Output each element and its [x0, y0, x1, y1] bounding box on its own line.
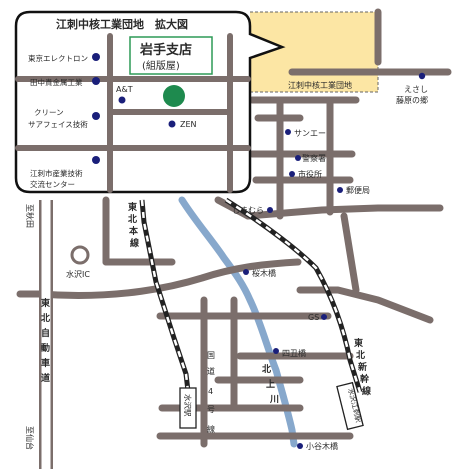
mizusawa-station-label: 水沢駅 — [183, 394, 193, 417]
inset-callout: 江刺中核工業団地 拡大図 岩手支店 (組版屋) 東京エレクトロン 田中貴金属工業… — [14, 10, 286, 194]
zen-pin — [168, 120, 176, 128]
gs-label: GS — [308, 313, 319, 322]
mizusawa-esashi-station-box — [336, 381, 364, 431]
svg-text:東: 東 — [354, 337, 363, 349]
center-label-2: 交流センター — [30, 179, 75, 189]
police-pin — [295, 155, 301, 161]
tanaka-pin — [92, 77, 100, 85]
shihachi-bridge-pin — [273, 348, 279, 354]
svg-text:道: 道 — [41, 372, 50, 384]
sakuragi-bridge-label: 桜木橋 — [252, 268, 276, 278]
inset-roads — [15, 33, 251, 193]
svg-text:上: 上 — [266, 378, 275, 390]
branch-label-box — [129, 36, 213, 75]
sunae-label: サンエー — [294, 129, 326, 138]
svg-text:東: 東 — [128, 201, 137, 213]
svg-text:北: 北 — [356, 349, 365, 361]
svg-text:水沢駅: 水沢駅 — [183, 394, 193, 417]
branch-location-pin — [163, 85, 185, 107]
svg-text:川: 川 — [269, 394, 279, 405]
post-office-pin — [337, 187, 343, 193]
svg-text:東: 東 — [41, 297, 50, 309]
shimamura-pin — [267, 207, 273, 213]
sunae-pin — [285, 129, 291, 135]
kitakami-label: 北 上 川 — [262, 363, 279, 405]
svg-text:北: 北 — [128, 213, 137, 225]
mizusawa-ic-marker — [70, 245, 90, 265]
svg-text:号: 号 — [207, 405, 215, 414]
shinkansen-label: 東 北 新 幹 線 — [354, 337, 371, 397]
svg-text:4: 4 — [208, 387, 213, 396]
kitakami-river — [178, 196, 298, 448]
svg-text:自: 自 — [41, 327, 50, 339]
branch-name: 岩手支店 — [139, 42, 192, 58]
kotagi-bridge-label: 小谷木橋 — [306, 441, 338, 451]
kotagi-bridge-pin — [297, 443, 303, 449]
fujiwara-label: 藤原の郷 — [396, 95, 428, 105]
road-network — [16, 8, 452, 448]
tohoku-line-label: 東 北 本 線 — [128, 201, 139, 249]
mizusawa-ic-label: 水沢IC — [66, 269, 90, 279]
clean-label-2: サアフェイス技術 — [28, 119, 88, 129]
tohoku-shinkansen — [224, 197, 363, 393]
gs-pin — [321, 314, 327, 320]
map-pins — [243, 72, 426, 449]
at-pin — [118, 96, 126, 104]
svg-text:幹: 幹 — [360, 373, 370, 385]
shihachi-bridge-label: 四丑橋 — [282, 348, 306, 358]
svg-text:車: 車 — [41, 357, 50, 369]
svg-text:線: 線 — [362, 385, 371, 397]
svg-text:至仙台: 至仙台 — [25, 426, 35, 450]
svg-text:線: 線 — [130, 237, 139, 249]
center-label-1: 江刺市産業技術 — [30, 168, 83, 178]
inset-title-bar — [30, 14, 236, 33]
esashi-label: えさし — [404, 85, 428, 94]
tohoku-electron-pin — [92, 53, 100, 61]
branch-sub: (組版屋) — [142, 59, 180, 72]
svg-text:新: 新 — [358, 361, 367, 373]
svg-text:道: 道 — [207, 366, 215, 376]
to-sendai-label: 至仙台 — [25, 426, 35, 450]
expressway-label: 東 北 自 動 車 道 — [41, 297, 50, 384]
city-hall-label: 市役所 — [298, 169, 322, 179]
clean-surface-pin — [92, 112, 100, 120]
svg-text:北: 北 — [41, 312, 50, 324]
esashi-fujiwara-pin — [418, 72, 426, 80]
svg-text:北: 北 — [262, 363, 271, 375]
police-label: 警察署 — [302, 153, 326, 163]
mizusawa-station-box — [179, 387, 197, 429]
svg-text:線: 線 — [207, 424, 215, 434]
post-office-label: 郵便局 — [346, 185, 370, 195]
svg-text:国: 国 — [207, 351, 215, 360]
to-akita-label: 至秋田 — [25, 204, 35, 228]
route4-label: 国 道 4 号 線 — [207, 351, 215, 434]
svg-text:至秋田: 至秋田 — [25, 204, 35, 228]
industrial-park-label: 江刺中核工業団地 — [288, 80, 352, 90]
clean-label-1: クリーン — [34, 108, 64, 117]
inset-title: 江刺中核工業団地 拡大図 — [56, 17, 188, 31]
city-hall-pin — [289, 171, 295, 177]
industry-center-pin — [92, 156, 100, 164]
tohoku-main-line — [139, 199, 193, 409]
svg-text:本: 本 — [129, 225, 139, 237]
svg-text:動: 動 — [41, 342, 50, 354]
shimamura-label: しまむら — [232, 206, 264, 215]
at-label: A&T — [116, 85, 133, 94]
zen-label: ZEN — [180, 120, 197, 129]
tohoku-electron-label: 東京エレクトロン — [28, 53, 88, 63]
industrial-park-area — [250, 12, 378, 92]
sakuragi-bridge-pin — [243, 269, 249, 275]
tanaka-label: 田中貴金属工業 — [30, 77, 83, 87]
